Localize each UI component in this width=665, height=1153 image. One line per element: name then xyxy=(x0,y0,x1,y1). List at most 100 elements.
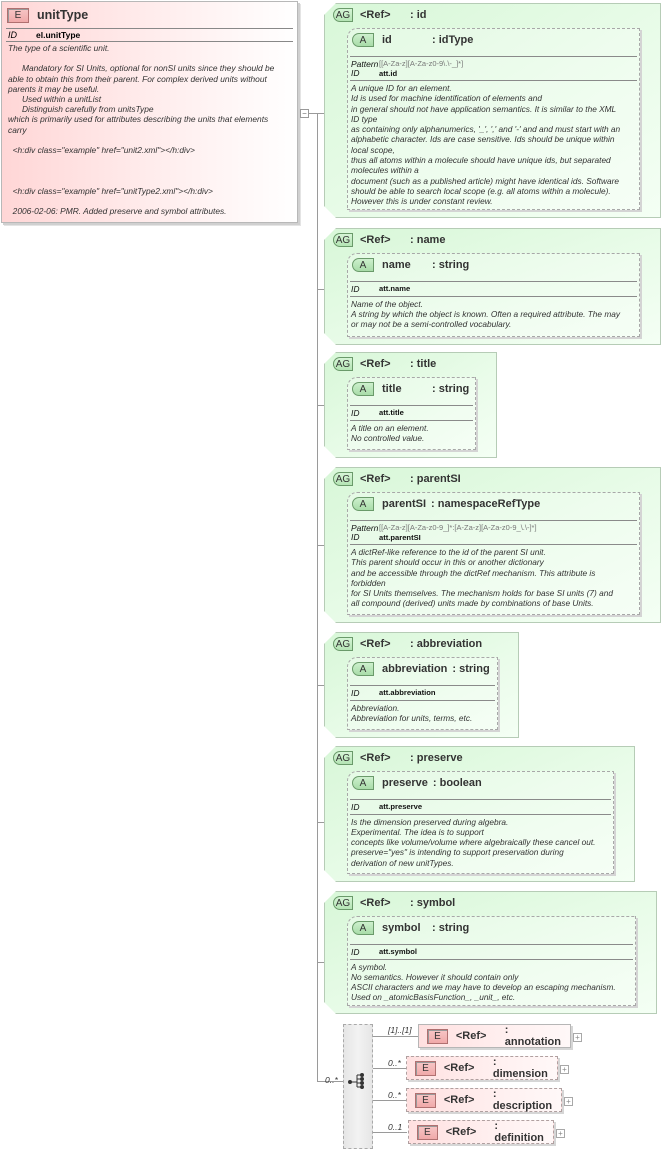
attribute-icon: A xyxy=(352,776,374,790)
collapse-icon[interactable]: − xyxy=(300,109,309,118)
attribute-group-icon: AG xyxy=(333,357,353,371)
attribute-type: : namespaceRefType xyxy=(431,498,541,510)
attribute-preserve[interactable]: A preserve : boolean ID att.preserve Is … xyxy=(347,771,614,874)
attribute-group-name: : symbol xyxy=(410,897,456,909)
id-value: el.unitType xyxy=(36,30,81,40)
attribute-group-abbreviation[interactable]: AG <Ref> : abbreviation A abbreviation :… xyxy=(324,632,519,738)
attribute-name: preserve xyxy=(382,777,428,789)
id-label: ID xyxy=(351,68,360,79)
attribute-icon: A xyxy=(352,662,374,676)
id-label: ID xyxy=(351,283,360,294)
attribute-group-parentSI[interactable]: AG <Ref> : parentSI A parentSI : namespa… xyxy=(324,467,661,623)
attribute-group-header: AG <Ref> : preserve xyxy=(325,747,634,769)
child-element-description[interactable]: E <Ref> : description xyxy=(406,1088,562,1112)
occurrence-label: 0..1 xyxy=(388,1122,403,1132)
child-element-annotation[interactable]: E <Ref> : annotation xyxy=(418,1024,571,1048)
attribute-documentation: A dictRef-like reference to the id of th… xyxy=(351,547,613,609)
attribute-documentation: A unique ID for an element. Id is used f… xyxy=(351,83,621,207)
expand-icon[interactable]: + xyxy=(573,1033,582,1042)
ref-label: <Ref> xyxy=(360,234,391,246)
child-element-definition[interactable]: E <Ref> : definition xyxy=(408,1120,554,1144)
attribute-group-name: : id xyxy=(410,9,427,21)
attribute-name: title xyxy=(382,383,402,395)
attribute-group-header: AG <Ref> : parentSI xyxy=(325,468,660,490)
divider xyxy=(350,281,637,282)
connector-line xyxy=(373,1100,407,1101)
element-icon: E xyxy=(427,1028,448,1044)
divider xyxy=(6,41,293,42)
expand-icon[interactable]: + xyxy=(556,1129,565,1138)
attribute-type: : string xyxy=(432,383,470,395)
attribute-icon: A xyxy=(352,258,374,272)
attribute-group-name: : name xyxy=(410,234,446,246)
ref-label: <Ref> xyxy=(360,358,391,370)
id-row: ID att.parentSI xyxy=(348,533,639,543)
attribute-id[interactable]: A id : idType Pattern [[A-Za-z][A-Za-z0-… xyxy=(347,28,640,210)
divider xyxy=(350,814,611,815)
attribute-group-header: AG <Ref> : title xyxy=(325,353,496,375)
attribute-type: : boolean xyxy=(432,777,482,789)
occurrence-label: 0..* xyxy=(388,1090,401,1100)
attribute-header: A abbreviation : string xyxy=(348,658,497,680)
root-element-header: E unitType xyxy=(2,2,297,28)
id-value: att.title xyxy=(379,408,404,418)
attribute-group-name[interactable]: AG <Ref> : name A name : string ID att.n… xyxy=(324,228,661,345)
divider xyxy=(350,959,633,960)
element-name: : dimension xyxy=(492,1056,548,1080)
attribute-group-title[interactable]: AG <Ref> : title A title : string ID att… xyxy=(324,352,497,458)
divider xyxy=(350,685,495,686)
divider xyxy=(350,700,495,701)
expand-icon[interactable]: + xyxy=(560,1065,569,1074)
connector-line xyxy=(317,545,325,546)
connector-line xyxy=(373,1036,418,1037)
attribute-name[interactable]: A name : string ID att.name Name of the … xyxy=(347,253,640,337)
attribute-group-header: AG <Ref> : symbol xyxy=(325,892,656,914)
attribute-documentation: Name of the object. A string by which th… xyxy=(351,298,621,330)
occurrence-label: [1]..[1] xyxy=(388,1025,412,1035)
attribute-header: A title : string xyxy=(348,378,475,400)
attribute-header: A name : string xyxy=(348,254,639,276)
id-row: ID att.title xyxy=(348,408,475,418)
connector-line xyxy=(317,289,325,290)
child-element-dimension[interactable]: E <Ref> : dimension xyxy=(406,1056,558,1080)
root-element-unitType[interactable]: E unitType ID el.unitType The type of a … xyxy=(1,1,298,223)
element-documentation: The type of a scientific unit. Mandatory… xyxy=(8,43,275,217)
attribute-group-symbol[interactable]: AG <Ref> : symbol A symbol : string ID a… xyxy=(324,891,657,1014)
element-title: unitType xyxy=(37,8,89,22)
attribute-name: symbol xyxy=(382,922,421,934)
ref-label: <Ref> xyxy=(455,1030,487,1042)
attribute-type: : string xyxy=(432,922,470,934)
ref-label: <Ref> xyxy=(360,9,391,21)
id-value: att.symbol xyxy=(379,947,417,957)
attribute-group-name: : parentSI xyxy=(410,473,461,485)
divider xyxy=(350,420,473,421)
attribute-group-name: : abbreviation xyxy=(410,638,483,650)
attribute-title[interactable]: A title : string ID att.title A title on… xyxy=(347,377,476,450)
connector-line xyxy=(317,962,325,963)
connector-line xyxy=(317,685,325,686)
attribute-icon: A xyxy=(352,497,374,511)
attribute-symbol[interactable]: A symbol : string ID att.symbol A symbol… xyxy=(347,916,636,1006)
attribute-abbreviation[interactable]: A abbreviation : string ID att.abbreviat… xyxy=(347,657,498,730)
divider xyxy=(350,799,611,800)
attribute-parentSI[interactable]: A parentSI : namespaceRefType Pattern [[… xyxy=(347,492,640,615)
occurrence-label: 0..* xyxy=(388,1058,401,1068)
attribute-documentation: A symbol. No semantics. However it shoul… xyxy=(351,961,616,1003)
divider xyxy=(350,296,637,297)
connector-trunk xyxy=(317,113,318,1081)
attribute-group-icon: AG xyxy=(333,8,353,22)
attribute-header: A id : idType xyxy=(348,29,639,51)
attribute-header: A symbol : string xyxy=(348,917,635,939)
id-value: att.id xyxy=(379,68,398,78)
attribute-name: parentSI xyxy=(382,498,427,510)
attribute-header: A parentSI : namespaceRefType xyxy=(348,493,639,515)
element-icon: E xyxy=(415,1092,436,1108)
attribute-group-preserve[interactable]: AG <Ref> : preserve A preserve : boolean… xyxy=(324,746,635,882)
pattern-label: Pattern xyxy=(351,58,379,69)
id-label: ID xyxy=(8,30,17,40)
attribute-group-id[interactable]: AG <Ref> : id A id : idType Pattern [[A-… xyxy=(324,3,661,218)
expand-icon[interactable]: + xyxy=(564,1097,573,1106)
attribute-group-header: AG <Ref> : name xyxy=(325,229,660,251)
attribute-icon: A xyxy=(352,33,374,47)
sequence-compositor[interactable] xyxy=(343,1024,373,1149)
